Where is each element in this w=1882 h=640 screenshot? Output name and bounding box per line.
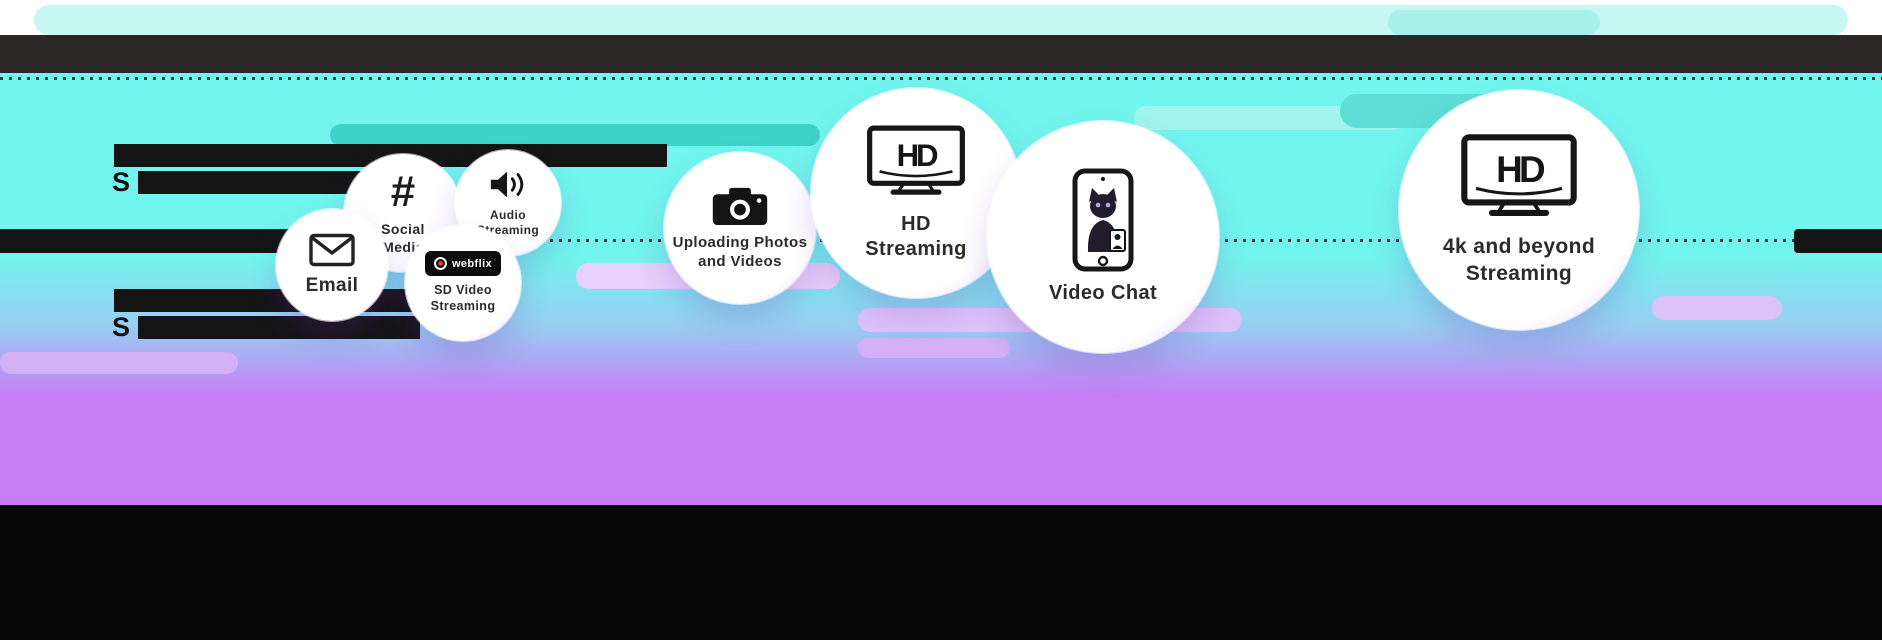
bubble-label: Social Media: [381, 221, 425, 255]
speed-line-right-bar: [1794, 229, 1882, 253]
tv-hd-text: HD: [1496, 149, 1545, 190]
header-dotted-divider: [0, 77, 1882, 80]
webflix-play-icon: [433, 257, 447, 271]
hd-tv-icon: HD: [867, 125, 965, 195]
header-bar: [0, 35, 1882, 73]
decor-pill-lavender-4: [1652, 296, 1782, 320]
bubble-label: Audio Streaming: [476, 208, 540, 237]
hd-tv-icon: HD: [1461, 134, 1577, 217]
hashtag-icon: #: [390, 167, 416, 216]
bubble-label: 4k and beyond Streaming: [1442, 235, 1596, 285]
bubble-label: SD Video Streaming: [430, 283, 496, 313]
top-banner-strip: [0, 0, 1882, 35]
bubble-label: Email: [305, 274, 359, 296]
redacted-heading-bottom-letter: S: [112, 312, 131, 342]
redacted-heading-bottom-line2: [138, 316, 420, 339]
redacted-heading-top-letter: S: [112, 167, 131, 197]
webflix-logo-text: webflix: [451, 257, 493, 270]
bubble-sd-video-streaming: webflix SD Video Streaming: [405, 225, 521, 341]
webflix-logo: webflix: [424, 251, 502, 277]
bubble-email: Email: [276, 209, 388, 321]
footer-bar: [0, 505, 1882, 640]
bubble-video-chat: Video Chat: [987, 121, 1219, 353]
envelope-icon: [309, 233, 355, 266]
bubble-label: Uploading Photos and Videos: [672, 233, 808, 270]
decor-pill-lavender-5: [0, 352, 238, 374]
decor-pill-lavender-3: [858, 338, 1010, 358]
bubble-hd-streaming: HD HD Streaming: [811, 88, 1021, 298]
tv-hd-text: HD: [897, 138, 938, 173]
bubble-label: HD Streaming: [865, 213, 967, 260]
speaker-icon: [490, 171, 524, 198]
bubble-label: Video Chat: [1048, 282, 1158, 304]
video-chat-phone-icon: [1072, 168, 1134, 272]
decor-pill-teal: [330, 124, 820, 146]
bubble-4k-streaming: HD 4k and beyond Streaming: [1399, 90, 1639, 330]
camera-icon: [712, 187, 768, 225]
bubble-uploading-photos: Uploading Photos and Videos: [664, 152, 816, 304]
decor-pill-top-right: [1388, 10, 1600, 35]
